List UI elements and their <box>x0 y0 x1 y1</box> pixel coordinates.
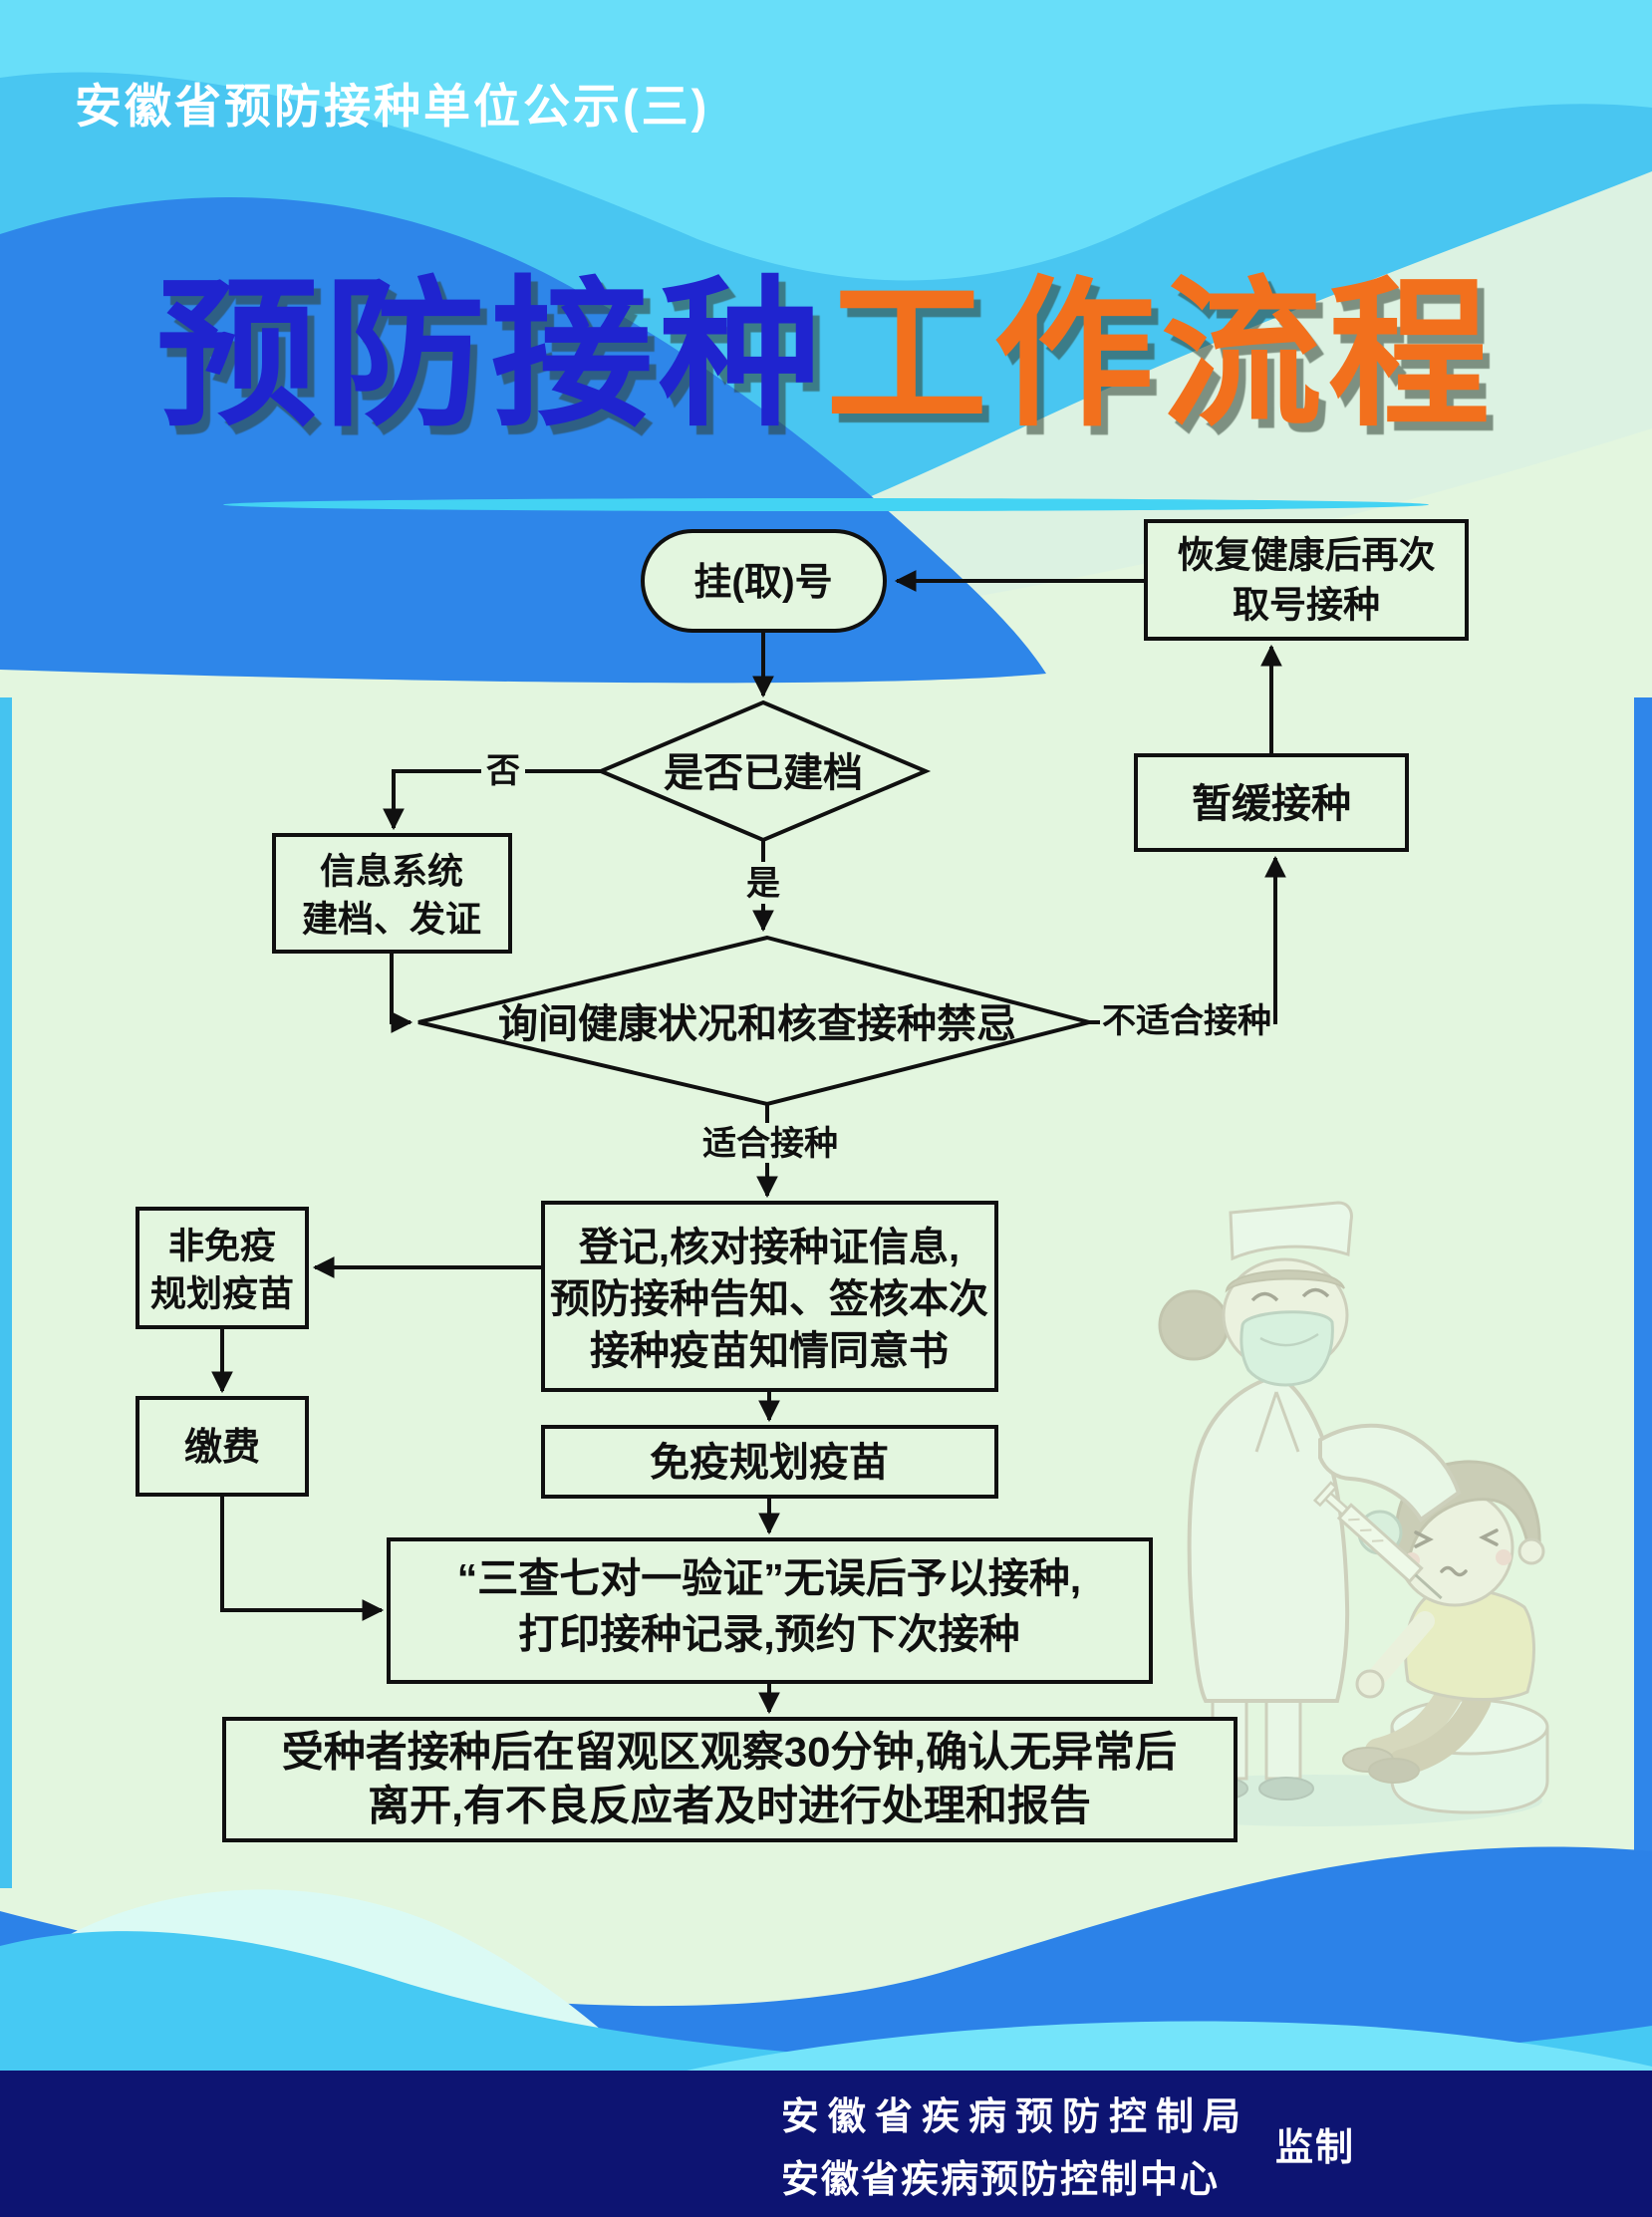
node-verify: “三查七对一验证”无误后予以接种, 打印接种记录,预约下次接种 <box>387 1537 1153 1684</box>
node-retake-line1: 恢复健康后再次 <box>1178 535 1436 576</box>
node-pay-label: 缴费 <box>184 1427 260 1469</box>
node-decision-filed: 是否已建档 <box>595 699 932 843</box>
label-yes: 是 <box>746 865 780 903</box>
edge-no-to-filing <box>383 769 601 831</box>
edge-unsuitable-to-postpone <box>1089 855 1286 1024</box>
node-verify-line1: “三查七对一验证”无误后予以接种, <box>457 1555 1081 1601</box>
node-postpone-label: 暂缓接种 <box>1192 782 1351 826</box>
node-observe-line2: 离开,有不良反应者及时进行处理和报告 <box>368 1783 1091 1829</box>
syringe <box>1312 1481 1443 1600</box>
footer-credits: 安徽省疾病预防控制局 安徽省疾病预防控制中心 监制 <box>781 2085 1355 2203</box>
flowchart: 挂(取)号 恢复健康后再次 取号接种 是否已建档 信息系统 建档、发证 询间健康… <box>136 519 1469 1842</box>
node-registration: 登记,核对接种证信息, 预防接种告知、签核本次 接种疫苗知情同意书 <box>541 1201 998 1392</box>
page-title-orange: 工作流程 <box>826 265 1496 445</box>
node-non-epi-vaccine: 非免疫 规划疫苗 <box>136 1207 309 1329</box>
left-frame-strip <box>0 453 12 1888</box>
node-epi-vaccine: 免疫规划疫苗 <box>541 1425 998 1499</box>
node-verify-line2: 打印接种记录,预约下次接种 <box>518 1611 1019 1657</box>
node-non-epi-line1: 非免疫 <box>168 1226 276 1266</box>
node-filing-line2: 建档、发证 <box>302 899 481 940</box>
label-no: 否 <box>486 752 520 790</box>
node-registration-line1: 登记,核对接种证信息, <box>578 1226 960 1269</box>
footer-org-lines: 安徽省疾病预防控制局 安徽省疾病预防控制中心 <box>781 2085 1249 2203</box>
node-pay: 缴费 <box>136 1396 309 1497</box>
label-suitable: 适合接种 <box>702 1125 838 1163</box>
node-decision-health-label: 询间健康状况和核查接种禁忌 <box>498 1002 1016 1046</box>
node-observe-line1: 受种者接种后在留观区观察30分钟,确认无异常后 <box>282 1729 1177 1776</box>
page-title: 预防接种工作流程 <box>0 265 1652 445</box>
node-epi-vaccine-label: 免疫规划疫苗 <box>650 1441 889 1485</box>
node-observe: 受种者接种后在留观区观察30分钟,确认无异常后 离开,有不良反应者及时进行处理和… <box>222 1717 1238 1842</box>
node-retake-line2: 取号接种 <box>1233 585 1380 626</box>
node-postpone: 暂缓接种 <box>1134 753 1409 852</box>
node-decision-filed-label: 是否已建档 <box>664 751 863 795</box>
node-non-epi-line2: 规划疫苗 <box>150 1273 294 1314</box>
title-divider <box>223 498 1429 511</box>
light-cyan-bottom-wave <box>638 2021 1652 2082</box>
label-unsuitable: 不适合接种 <box>1102 1002 1271 1040</box>
node-start: 挂(取)号 <box>641 529 887 633</box>
node-filing-line1: 信息系统 <box>320 851 463 892</box>
mid-cyan-bottom-wave <box>0 1931 1652 2082</box>
node-decision-health: 询间健康状况和核查接种禁忌 <box>417 935 1097 1107</box>
footer-seal: 监制 <box>1274 2127 1355 2169</box>
node-registration-line3: 接种疫苗知情同意书 <box>590 1329 949 1373</box>
banner-title: 安徽省预防接种单位公示(三) <box>75 80 710 133</box>
edge-filing-to-decision2 <box>390 952 413 1033</box>
edge-labels: 否 是 适合接种 不适合接种 <box>481 749 1273 1163</box>
face-mask <box>1239 1310 1334 1387</box>
node-filing: 信息系统 建档、发证 <box>272 833 512 954</box>
flow-edges <box>211 570 1286 1715</box>
footer-org-line1: 安徽省疾病预防控制局 <box>780 2095 1249 2138</box>
nurse-cap <box>1229 1201 1353 1261</box>
child-figure <box>1342 1460 1545 1784</box>
footer-waves <box>0 1846 1652 2082</box>
node-registration-line2: 预防接种告知、签核本次 <box>550 1277 988 1321</box>
footer-org-line2: 安徽省疾病预防控制中心 <box>780 2158 1220 2201</box>
page-title-blue: 预防接种 <box>156 265 826 445</box>
footer-band: 安徽省疾病预防控制局 安徽省疾病预防控制中心 监制 <box>0 2071 1652 2217</box>
node-retake: 恢复健康后再次 取号接种 <box>1144 519 1469 641</box>
node-start-label: 挂(取)号 <box>693 562 832 604</box>
edge-pay-to-verify <box>220 1495 385 1621</box>
